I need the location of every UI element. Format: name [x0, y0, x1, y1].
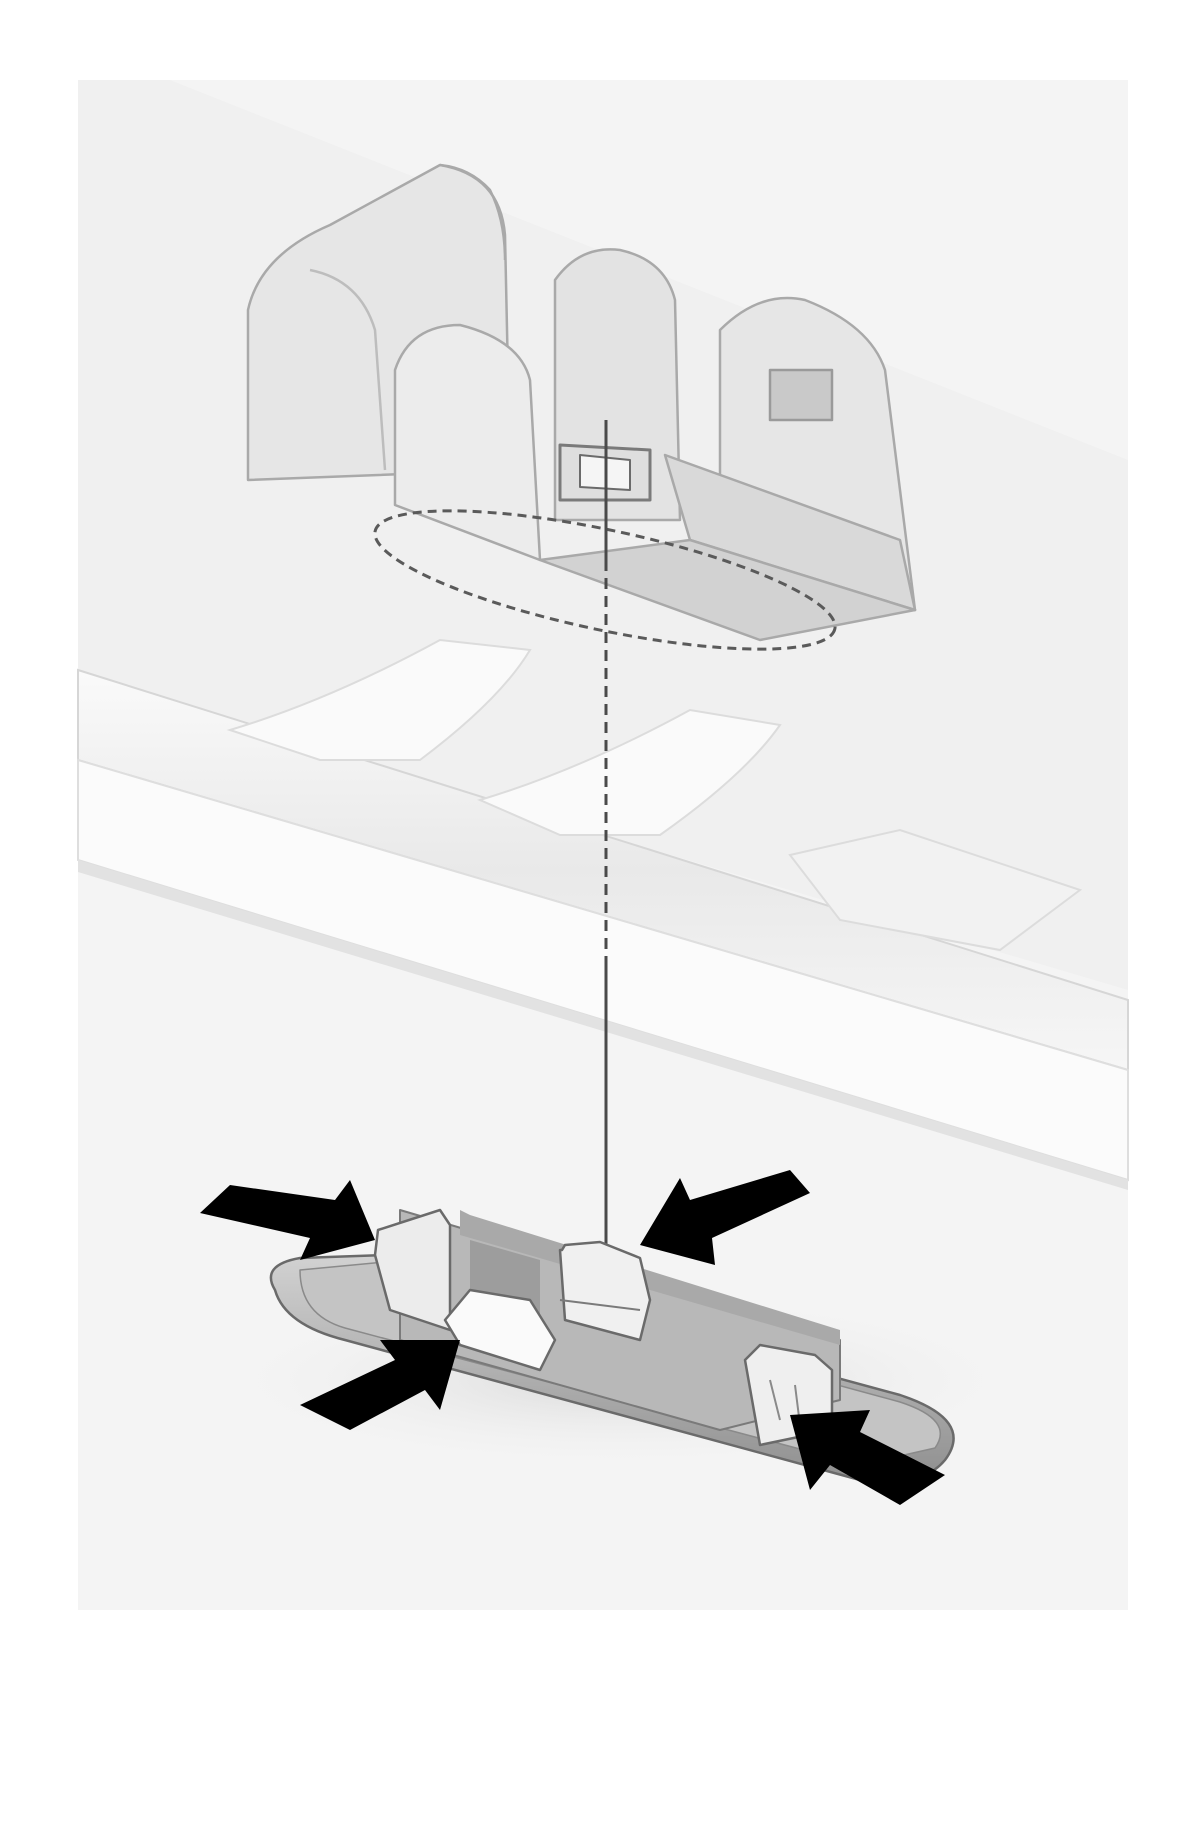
press-arrow-upper-right	[640, 1170, 810, 1265]
engagement-zone-callout	[373, 509, 837, 651]
clip-spring-tab-inner	[443, 1288, 557, 1372]
press-arrow-lower-right	[790, 1410, 945, 1505]
clip-spring-tab-front-left	[373, 1208, 452, 1332]
mounting-bracket	[246, 163, 917, 642]
clip-spring-tab-center	[558, 1240, 652, 1342]
clip-unit	[269, 1208, 955, 1484]
trim-rail	[77, 668, 1129, 1190]
rail-spring-tabs	[226, 638, 1083, 952]
press-arrow-lower-left	[300, 1340, 460, 1430]
press-arrows	[200, 1170, 945, 1505]
press-arrow-upper-left	[200, 1180, 375, 1260]
